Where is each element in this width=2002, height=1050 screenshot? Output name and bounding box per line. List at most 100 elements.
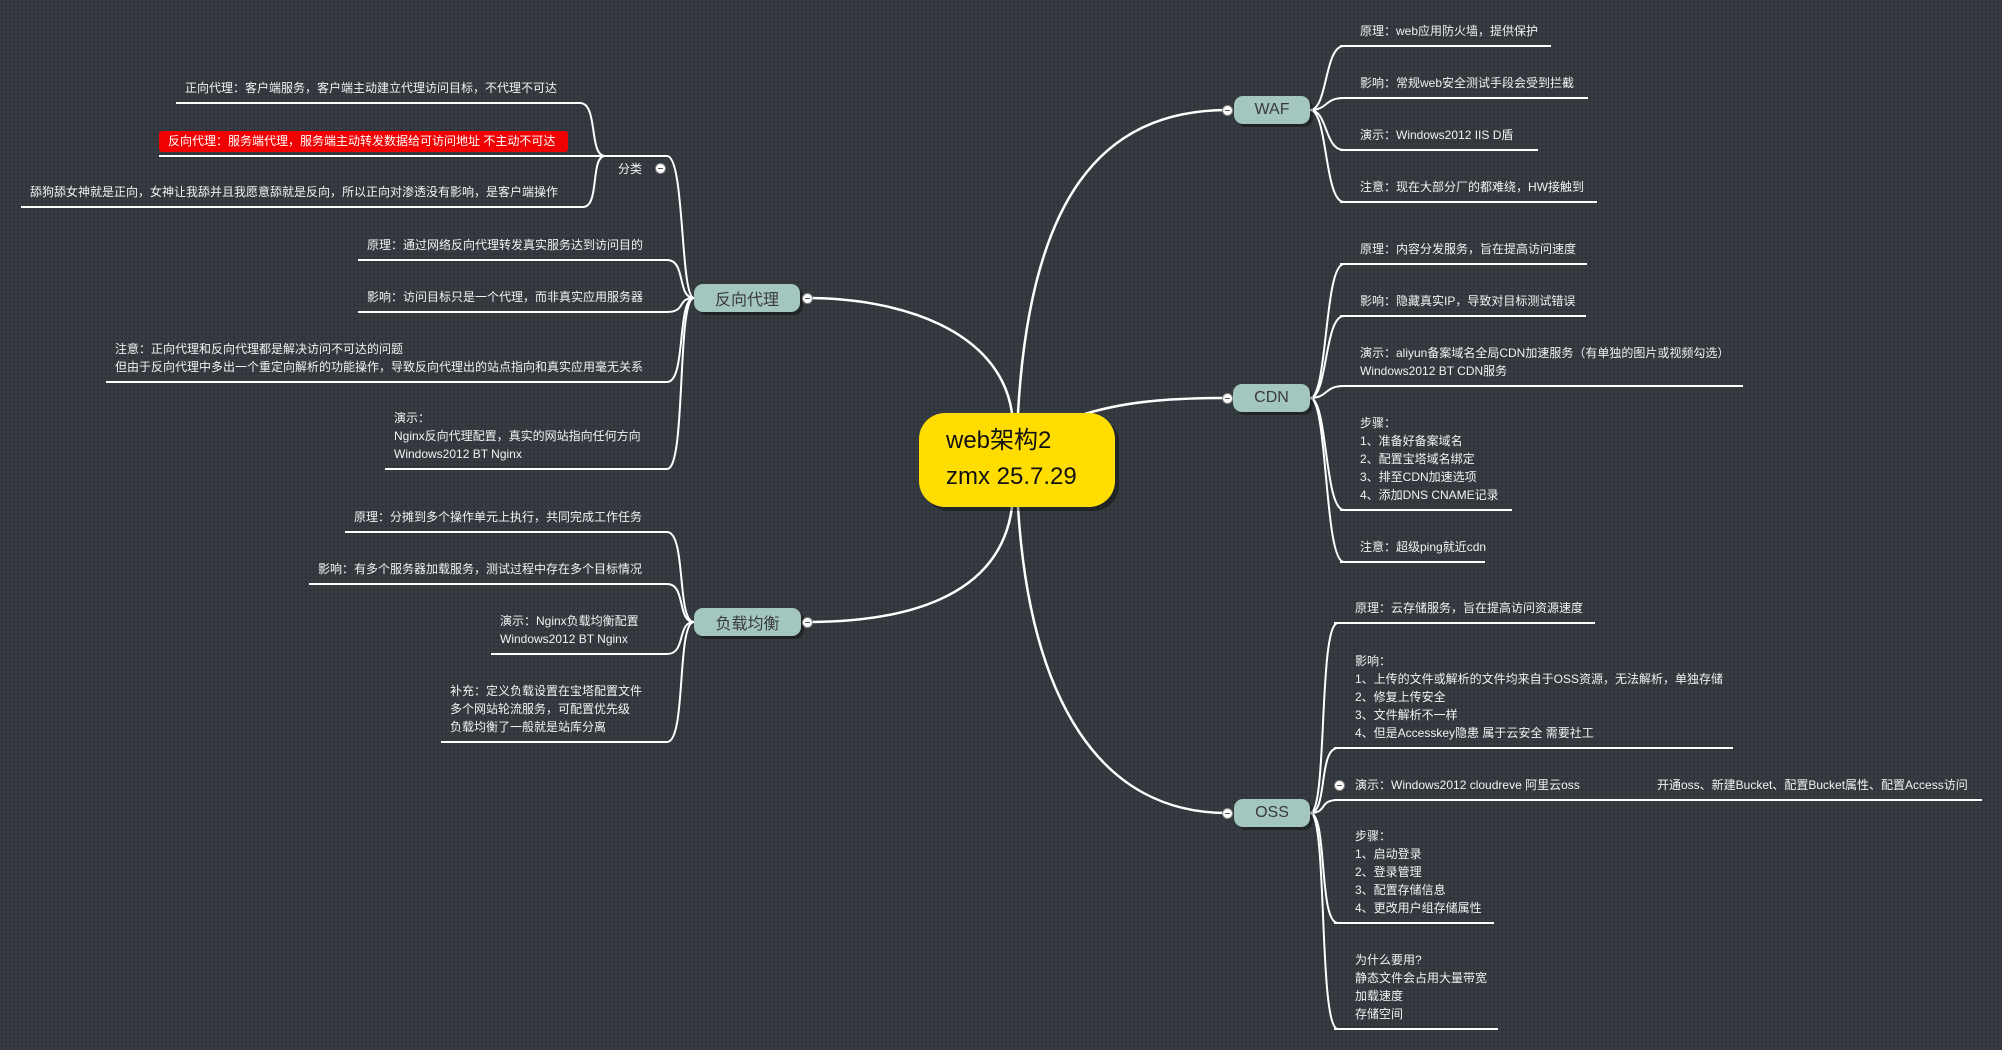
leaf-node[interactable]: 原理：web应用防火墙，提供保护 [1340, 20, 1551, 47]
leaf-text-line: Windows2012 BT CDN服务 [1360, 364, 1508, 378]
highlight-box [159, 131, 568, 152]
connector-root-oss [1016, 506, 1228, 815]
leaf-connector [1309, 747, 1339, 814]
leaf-text-line: 演示：Nginx负载均衡配置 [500, 614, 639, 628]
leaf-node[interactable]: 演示：Windows2012 IIS D盾 [1340, 124, 1538, 151]
leaf-node[interactable]: 影响：有多个服务器加载服务，测试过程中存在多个目标情况 [309, 558, 667, 585]
leaf-text-line: 2、登录管理 [1355, 865, 1422, 879]
leaf-connector [1309, 812, 1339, 924]
leaf-node[interactable]: 影响：常规web安全测试手段会受到拦截 [1340, 72, 1588, 99]
leaf-connector [1309, 799, 1339, 814]
leaf-node[interactable]: 注意：正向代理和反向代理都是解决访问不可达的问题但由于反向代理中多出一个重定向解… [106, 338, 667, 383]
collapse-toggle-cdn[interactable] [1222, 393, 1233, 404]
leaf-text-line: 影响：有多个服务器加载服务，测试过程中存在多个目标情况 [318, 562, 643, 576]
topic-cdn[interactable]: CDN [1233, 384, 1310, 412]
leaf-node[interactable]: 步骤： 1、启动登录 2、登录管理 3、配置存储信息 4、更改用户组存储属性 [1334, 825, 1494, 924]
leaf-text-line: 2、配置宝塔域名绑定 [1360, 452, 1475, 466]
leaf-connector [666, 297, 695, 383]
leaf-text-line: 4、但是Accesskey隐患 属于云安全 需要社工 [1355, 726, 1594, 740]
leaf-text-line: 补充：定义负载设置在宝塔配置文件 [450, 684, 643, 698]
oss-demo-child: 开通oss、新建Bucket、配置Bucket属性、配置Access访问 [1657, 778, 1968, 792]
leaf-node[interactable]: 舔狗舔女神就是正向，女神让我舔并且我愿意舔就是反向，所以正向对渗透没有影响，是客… [21, 181, 583, 208]
leaf-node[interactable]: 演示： Nginx反向代理配置，真实的网站指向任何方向 Windows2012 BT… [385, 407, 667, 470]
leaf-text-line: 4、更改用户组存储属性 [1355, 901, 1482, 915]
leaf-connector [1309, 812, 1339, 1030]
leaf-text-line: 为什么要用? [1355, 953, 1422, 967]
connector-root-waf [1016, 108, 1229, 414]
connector-root-load-balance [806, 506, 1014, 624]
leaf-text-line: 多个网站轮流服务，可配置优先级 [450, 702, 631, 716]
leaf-connector [666, 621, 695, 743]
leaf-text-line: 演示： [394, 411, 431, 425]
leaf-text-line: 原理：分摊到多个操作单元上执行，共同完成工作任务 [354, 510, 643, 524]
connector-root-cdn [1084, 396, 1228, 416]
leaf-text-line: 1、启动登录 [1355, 847, 1422, 861]
leaf-node[interactable]: 原理：分摊到多个操作单元上执行，共同完成工作任务 [345, 506, 667, 533]
leaf-text-line: 2、修复上传安全 [1355, 690, 1446, 704]
leaf-node[interactable]: 原理：通过网络反向代理转发真实服务达到访问目的 [358, 234, 667, 261]
leaf-node[interactable]: 原理：云存储服务，旨在提高访问资源速度 [1334, 597, 1595, 624]
leaf-text-line: 4、添加DNS CNAME记录 [1360, 488, 1499, 502]
leaf-connector [579, 102, 606, 157]
leaf-text-line: 步骤： [1360, 416, 1397, 430]
leaf-text-line: 但由于反向代理中多出一个重定向解析的功能操作，导致反向代理出的站点指向和真实应用… [115, 360, 644, 374]
leaf-text-line: 正向代理：客户端服务，客户端主动建立代理访问目标，不代理不可达 [185, 81, 558, 95]
leaf-text-line: Nginx反向代理配置，真实的网站指向任何方向 [394, 429, 641, 443]
leaf-text-line: 注意：正向代理和反向代理都是解决访问不可达的问题 [115, 342, 404, 356]
leaf-connector [666, 531, 695, 623]
topic-label: 负载均衡 [715, 616, 780, 633]
leaf-text-line: 步骤： [1355, 829, 1392, 843]
leaf-node[interactable]: 反向代理：服务端代理，服务端主动转发数据给可访问地址 不主动不可达 [159, 130, 667, 157]
topic-oss[interactable]: OSS [1234, 799, 1310, 827]
root-node[interactable]: web架构2 zmx 25.7.29 [919, 413, 1115, 507]
collapse-toggle-waf[interactable] [1222, 105, 1233, 116]
topic-label: 反向代理 [714, 292, 779, 309]
collapse-toggle-load-balance[interactable] [802, 617, 813, 628]
leaf-text-line: 存储空间 [1355, 1007, 1404, 1021]
leaf-text-line: 负载均衡了一般就是站库分离 [450, 720, 607, 734]
leaf-text-line: Windows2012 BT Nginx [394, 447, 522, 461]
topic-waf[interactable]: WAF [1234, 96, 1310, 124]
leaf-connector [1309, 109, 1345, 203]
leaf-node[interactable]: 注意：现在大部分厂的都难绕，HW接触到 [1340, 176, 1597, 203]
topic-label: OSS [1255, 804, 1289, 821]
leaf-connector [666, 259, 695, 299]
topic-reverse-proxy[interactable]: 反向代理 [694, 284, 800, 312]
leaf-connector [666, 583, 695, 623]
leaf-text-line: 演示：aliyun备案域名全局CDN加速服务（有单独的图片或视频勾选） [1360, 346, 1730, 360]
leaf-node[interactable]: 影响：访问目标只是一个代理，而非真实应用服务器 [358, 286, 667, 313]
category-label: 分类 [618, 162, 643, 176]
leaf-connector [666, 155, 695, 299]
leaf-node[interactable]: 影响：隐藏真实IP，导致对目标测试错误 [1340, 290, 1586, 317]
collapse-toggle-reverse-proxy[interactable] [802, 293, 813, 304]
leaf-connector [582, 155, 606, 208]
leaf-node[interactable]: 补充：定义负载设置在宝塔配置文件多个网站轮流服务，可配置优先级负载均衡了一般就是… [441, 680, 667, 743]
leaf-connector [1309, 385, 1345, 399]
collapse-toggle-category[interactable] [655, 163, 666, 174]
root-title: web架构2 [946, 427, 1052, 454]
leaf-text-line: 注意：超级ping就近cdn [1360, 540, 1487, 554]
leaf-connector [1309, 109, 1345, 151]
leaf-text-line: 原理：云存储服务，旨在提高访问资源速度 [1355, 601, 1584, 615]
leaf-node[interactable]: 注意：超级ping就近cdn [1340, 536, 1487, 563]
collapse-toggle-oss[interactable] [1222, 808, 1233, 819]
leaf-connector [1309, 263, 1345, 399]
leaf-node[interactable]: 演示：Windows2012 cloudreve 阿里云oss [1334, 774, 1982, 801]
leaf-connector [1309, 45, 1345, 111]
leaf-node[interactable]: 演示：aliyun备案域名全局CDN加速服务（有单独的图片或视频勾选） Windo… [1340, 342, 1743, 387]
leaf-text-line: 3、配置存储信息 [1355, 883, 1446, 897]
leaf-node[interactable]: 原理：内容分发服务，旨在提高访问速度 [1340, 238, 1587, 265]
topic-load-balance[interactable]: 负载均衡 [694, 608, 801, 636]
leaf-text-line: 3、文件解析不一样 [1355, 708, 1458, 722]
leaf-text-line: 反向代理：服务端代理，服务端主动转发数据给可访问地址 不主动不可达 [168, 134, 556, 148]
leaf-connector [1309, 622, 1339, 814]
collapse-toggle-oss-demo[interactable] [1334, 780, 1345, 791]
leaf-text-line: 演示：Windows2012 IIS D盾 [1360, 128, 1514, 142]
leaf-node[interactable]: 正向代理：客户端服务，客户端主动建立代理访问目标，不代理不可达 [176, 77, 580, 104]
root-subtitle: zmx 25.7.29 [946, 463, 1077, 490]
leaf-node[interactable]: 为什么要用?静态文件会占用大量带宽加载速度存储空间 [1334, 949, 1498, 1030]
